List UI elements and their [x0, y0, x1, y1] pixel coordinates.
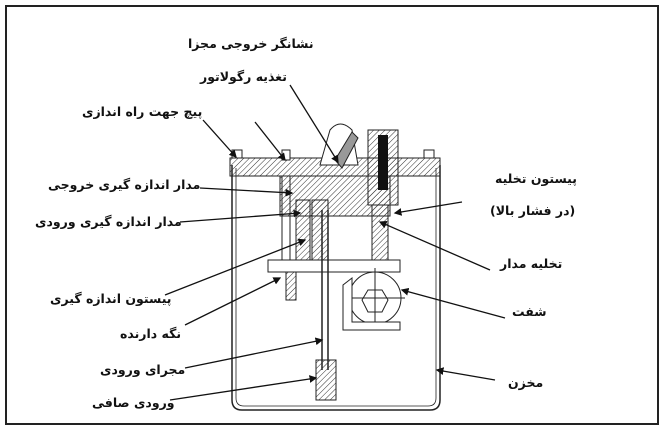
- reservoir-body: [231, 165, 441, 411]
- label-shaft: شفت: [512, 304, 547, 319]
- label-regulator-feed: تغذیه رگولاتور: [200, 69, 287, 84]
- label-relief-piston-note: (در فشار بالا): [490, 203, 576, 218]
- label-reservoir: مخزن: [508, 375, 544, 390]
- internal-parts: [267, 175, 405, 401]
- label-input-metering-circuit: مدار اندازه گیری ورودی: [35, 214, 182, 229]
- label-metering-piston: پیستون اندازه گیری: [50, 291, 172, 306]
- label-circuit-drain: تخلیه مدار: [500, 256, 563, 271]
- label-holder: نگه دارنده: [120, 326, 182, 341]
- label-separate-output-indicator: نشانگر خروجی مجزا: [188, 36, 314, 51]
- label-startup-screw: پیچ جهت راه اندازی: [82, 104, 203, 119]
- label-relief-piston: پیستون تخلیه: [495, 171, 577, 186]
- label-output-metering-circuit: مدار اندازه گیری خروجی: [48, 177, 201, 192]
- top-cover: [229, 123, 441, 217]
- label-strainer-inlet: ورودی صافی: [92, 395, 175, 410]
- diagram-frame: [5, 5, 659, 425]
- label-inlet-passage: مجرای ورودی: [100, 362, 186, 377]
- leader-lines: [164, 84, 506, 401]
